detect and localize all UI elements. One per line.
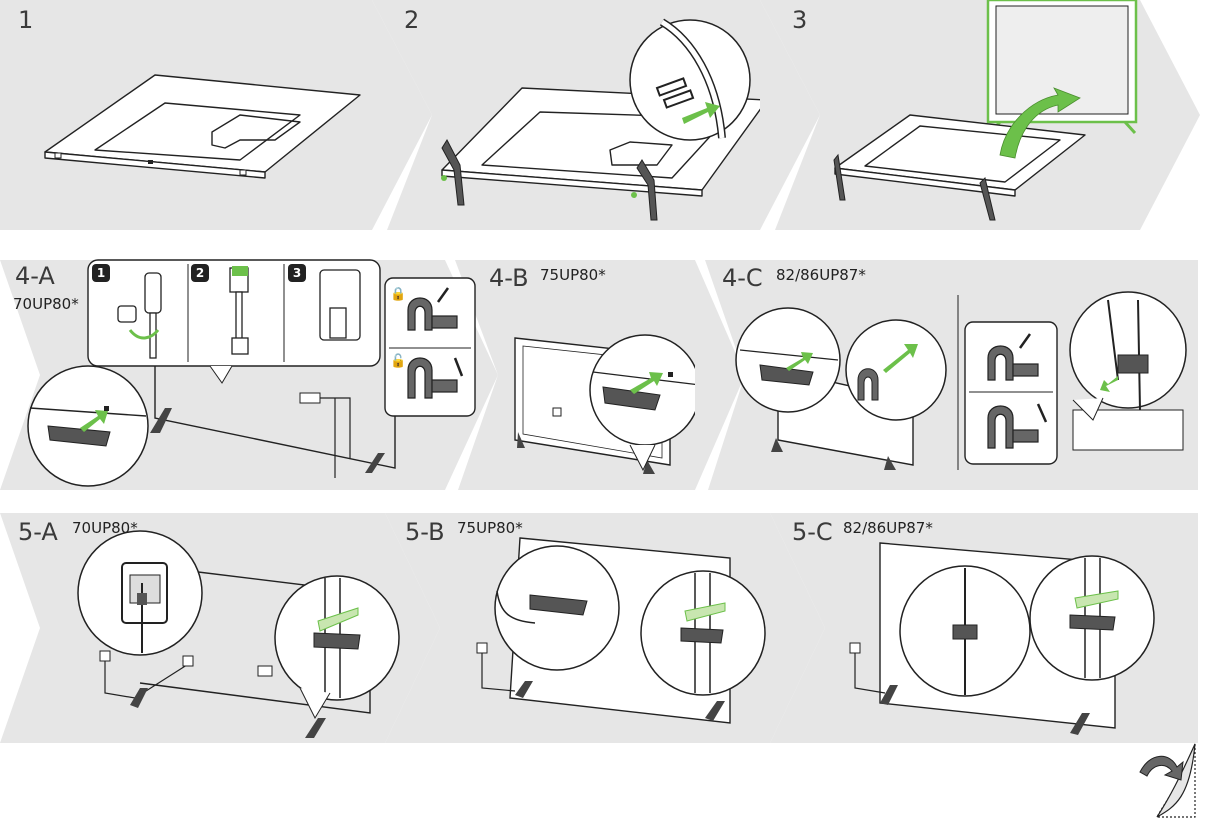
step-2-illustration [441, 18, 760, 221]
lock-icon: 🔒 [390, 287, 407, 302]
model-label-4b: 75UP80* [540, 266, 606, 284]
step-4b-illustration [514, 334, 695, 474]
step-5a-illustration [77, 530, 400, 738]
step-label-5b: 5-B [405, 518, 445, 546]
step-label-5c: 5-C [792, 518, 833, 546]
substep-number-1: 1 [92, 264, 110, 282]
step-label-3: 3 [792, 6, 808, 34]
substep-number-2: 2 [191, 264, 209, 282]
step-5c-illustration [849, 542, 1155, 735]
step-label-4a: 4-A [15, 262, 55, 290]
zoom-bubble-cable-clip [1069, 291, 1187, 409]
page-turn-icon[interactable] [1135, 742, 1205, 822]
step-label-4b: 4-B [489, 264, 529, 292]
zoom-bubble-screws [629, 19, 751, 141]
step-5b-illustration [476, 537, 766, 724]
zoom-bubble-clip-insert [845, 319, 947, 421]
insert-arrow [682, 102, 720, 124]
step-3-illustration [833, 0, 1138, 221]
step-label-2: 2 [404, 6, 420, 34]
unlock-icon: 🔓 [390, 354, 407, 369]
model-label-5a: 70UP80* [72, 519, 138, 537]
substep-number-3: 3 [288, 264, 306, 282]
step-label-1: 1 [18, 6, 34, 34]
model-label-5c: 82/86UP87* [843, 519, 933, 537]
lift-arrow [999, 87, 1081, 159]
zoom-bubble-cable-tag [735, 307, 841, 413]
model-label-5b: 75UP80* [457, 519, 523, 537]
model-label-4c: 82/86UP87* [776, 266, 866, 284]
stand-leg-left [441, 138, 465, 206]
step-label-5a: 5-A [18, 518, 58, 546]
step-1-illustration [44, 74, 361, 179]
step-4c-illustration [735, 291, 1187, 470]
model-label-4a: 70UP80* [13, 295, 79, 313]
step-label-4c: 4-C [722, 264, 763, 292]
step-4a-illustration [27, 259, 476, 487]
stand-leg-right [636, 159, 658, 221]
